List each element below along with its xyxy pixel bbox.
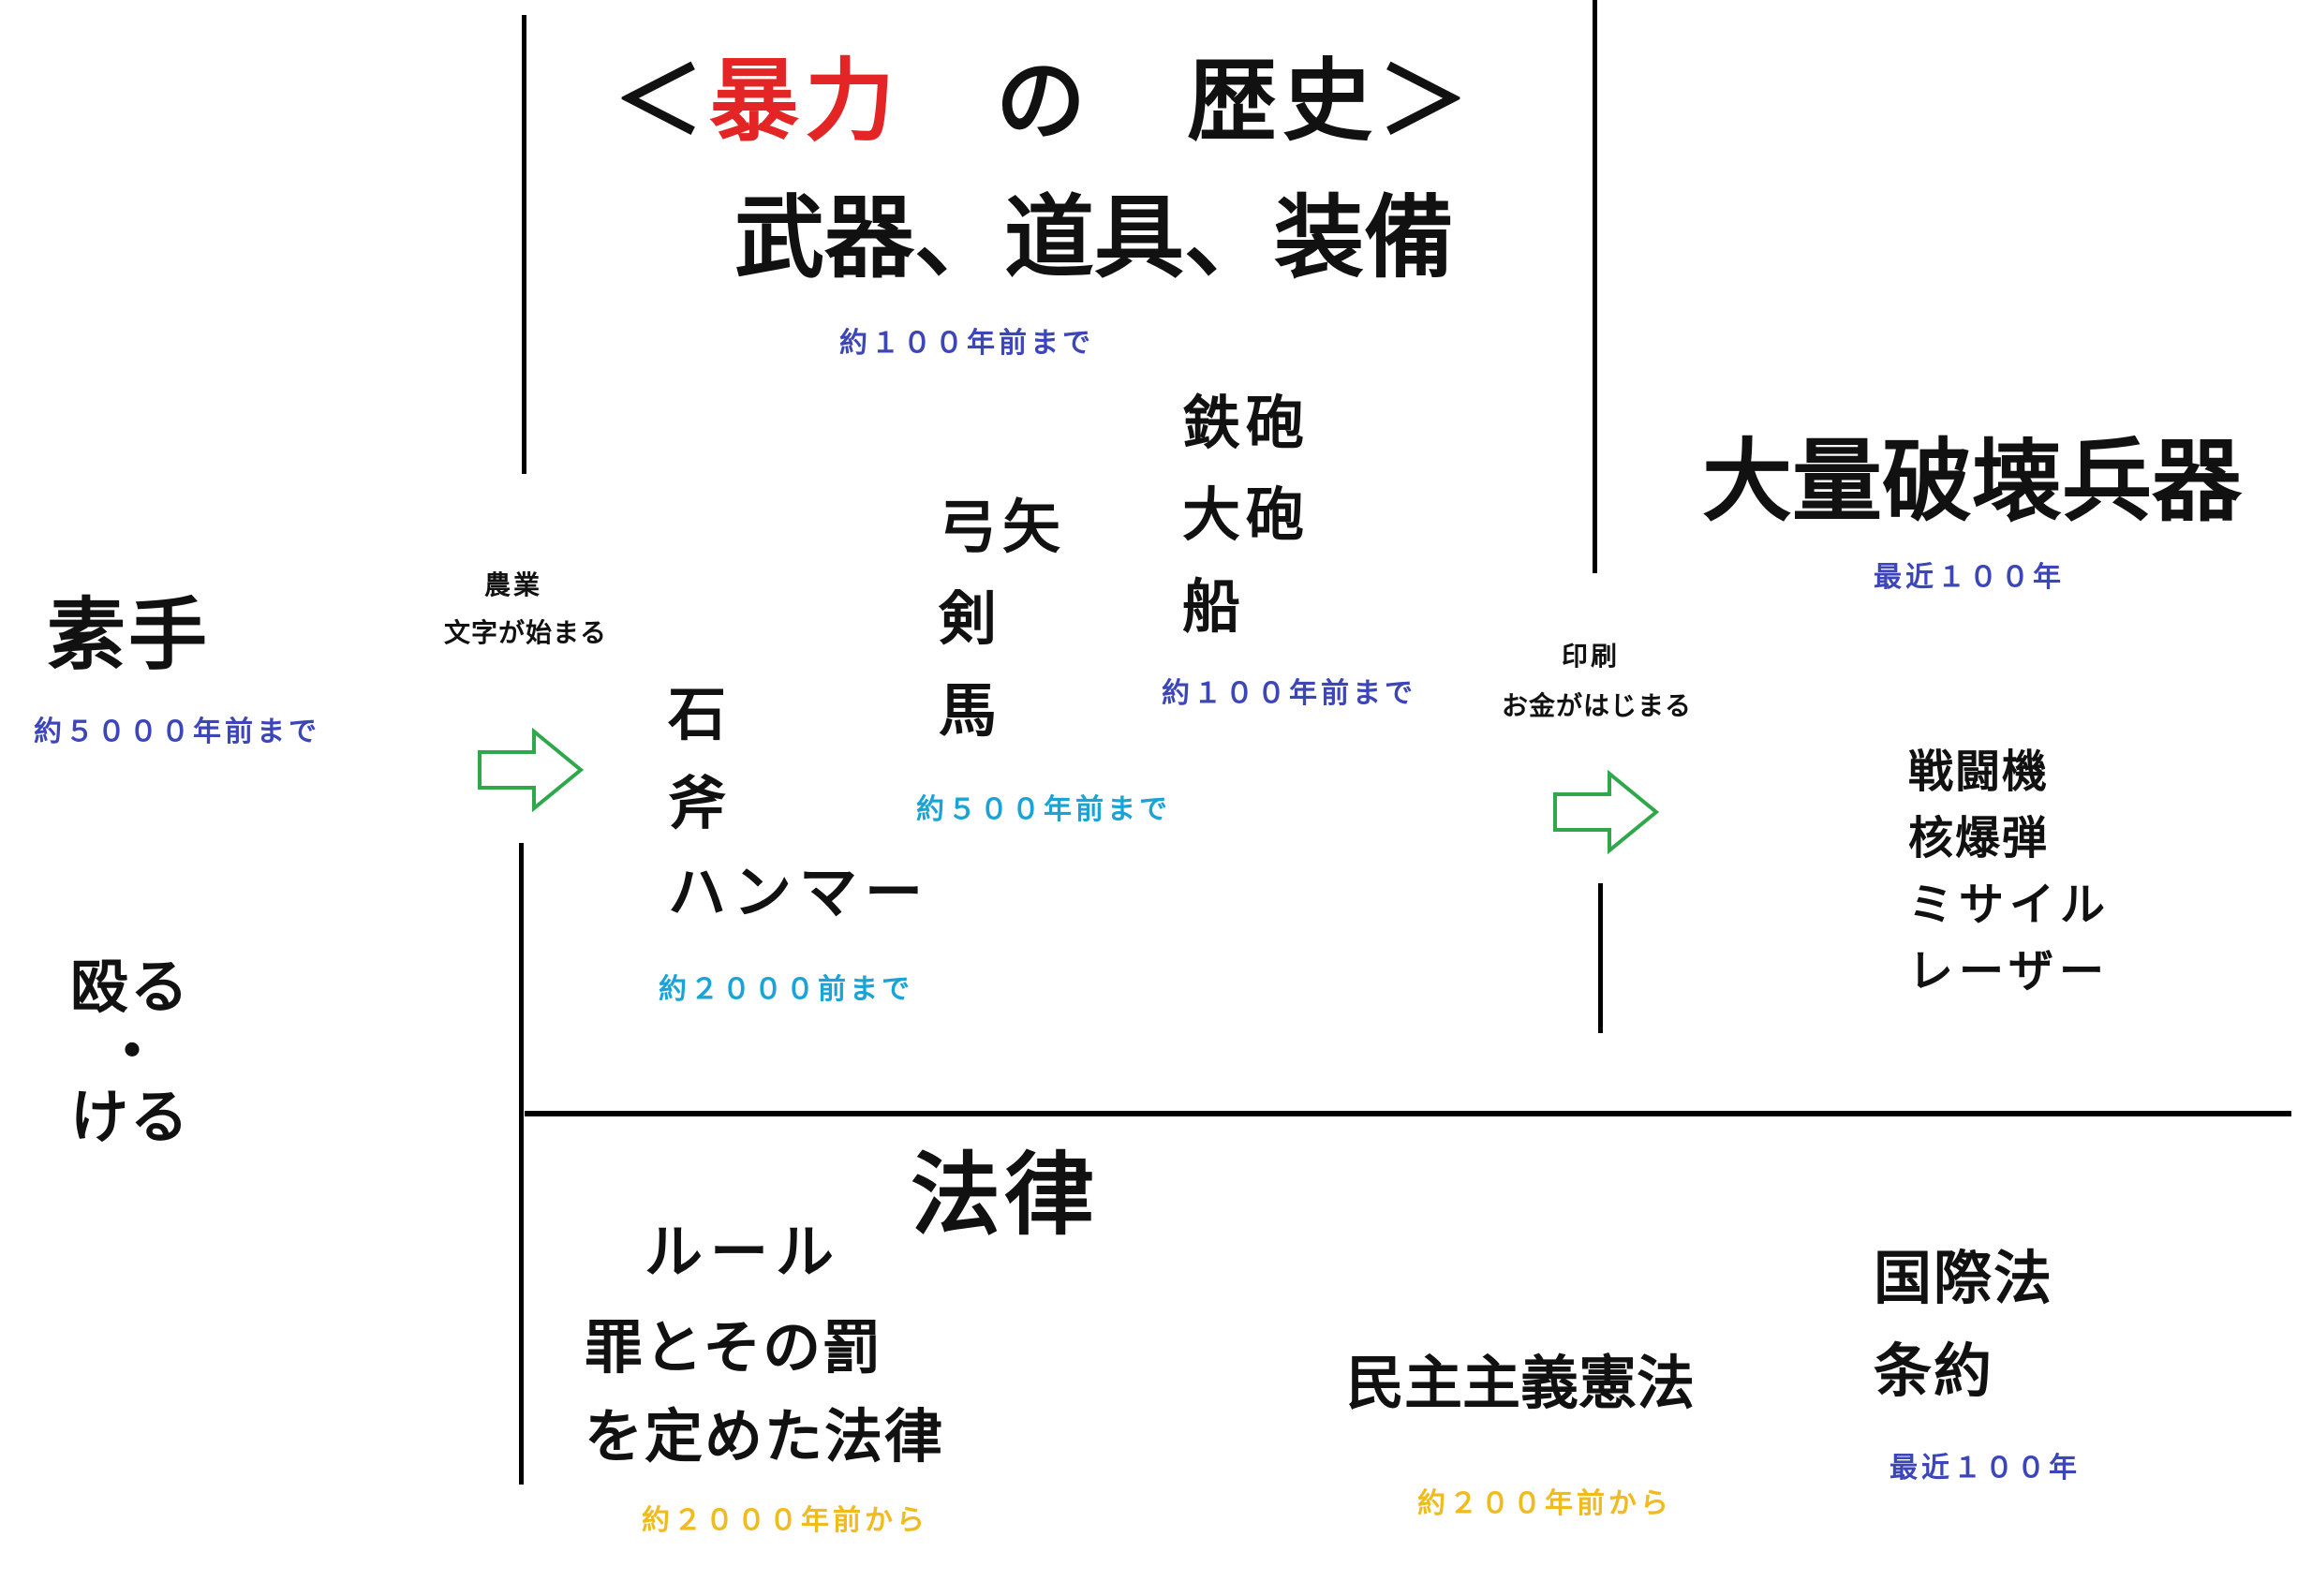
- era-gun-item-1: 鉄砲: [1182, 389, 1311, 457]
- mass-destruction-header: 大量破壊兵器: [1702, 429, 2242, 534]
- era-bow-period: 約５００年前まで: [916, 793, 1171, 826]
- right-arrow-icon: [478, 728, 585, 812]
- divider-horizontal: [525, 1111, 2291, 1116]
- law-header: 法律: [911, 1143, 1098, 1248]
- transition2-line1: 印刷: [1562, 641, 1621, 672]
- weapons-header: 武器、道具、装備: [734, 185, 1454, 290]
- title-rest: の 歴史: [900, 49, 1378, 154]
- era-gun-item-3: 船: [1182, 572, 1247, 641]
- title-violence: 暴力: [709, 49, 900, 154]
- era-bow-item-1: 弓矢: [939, 493, 1067, 561]
- bare-hands-period: 約５０００年前まで: [34, 716, 320, 748]
- era-stone-item-2: 斧: [668, 769, 733, 837]
- transition1-line1: 農業: [484, 569, 543, 600]
- law-democracy: 民主主義憲法: [1346, 1349, 1696, 1417]
- era-stone-period: 約２０００前まで: [659, 973, 913, 1006]
- right-arrow-icon: [1553, 770, 1660, 854]
- era-bow-item-2: 剣: [939, 584, 1003, 653]
- law-intl-period: 最近１００年: [1889, 1452, 2081, 1485]
- divider-mid-right: [1598, 883, 1603, 1033]
- title-open-bracket: ＜: [614, 49, 709, 154]
- era-stone-item-3: ハンマー: [668, 858, 931, 926]
- era-stone-item-1: 石: [668, 680, 733, 748]
- divider-upper-left: [522, 15, 526, 474]
- bare-hands-action-2: ける: [70, 1083, 191, 1151]
- law-crime-period: 約２０００年前から: [642, 1504, 928, 1537]
- law-democracy-period: 約２００年前から: [1417, 1487, 1672, 1520]
- divider-lower-left: [519, 843, 524, 1485]
- law-rule: ルール: [645, 1218, 842, 1286]
- weapons-header-period: 約１００年前まで: [839, 327, 1094, 360]
- law-intl-line2: 条約: [1874, 1337, 1994, 1405]
- transition1-line2: 文字が始まる: [444, 617, 608, 648]
- divider-upper-right: [1593, 0, 1597, 573]
- bare-hands-action-dot: ・: [103, 1017, 168, 1086]
- era-bow-item-3: 馬: [939, 676, 1003, 745]
- title-close-bracket: ＞: [1378, 49, 1474, 154]
- bare-hands-action-1: 殴る: [70, 953, 191, 1021]
- mass-destruction-item-1: 戦闘機: [1908, 746, 2050, 798]
- mass-destruction-item-2: 核爆弾: [1908, 812, 2050, 864]
- law-crime-line1: 罪とその罰: [585, 1313, 883, 1382]
- mass-destruction-period: 最近１００年: [1874, 561, 2065, 594]
- law-intl-line1: 国際法: [1874, 1244, 2054, 1312]
- page-title: ＜暴力 の 歴史＞: [614, 56, 1474, 146]
- transition2-line2: お金がはじまる: [1502, 690, 1693, 721]
- bare-hands-label: 素手: [47, 589, 211, 681]
- law-crime-line2: を定めた法律: [585, 1402, 945, 1470]
- mass-destruction-item-3: ミサイル: [1908, 879, 2112, 931]
- mass-destruction-item-4: レーザー: [1908, 945, 2111, 998]
- era-gun-item-2: 大砲: [1182, 480, 1311, 549]
- era-gun-period: 約１００年前まで: [1162, 677, 1416, 710]
